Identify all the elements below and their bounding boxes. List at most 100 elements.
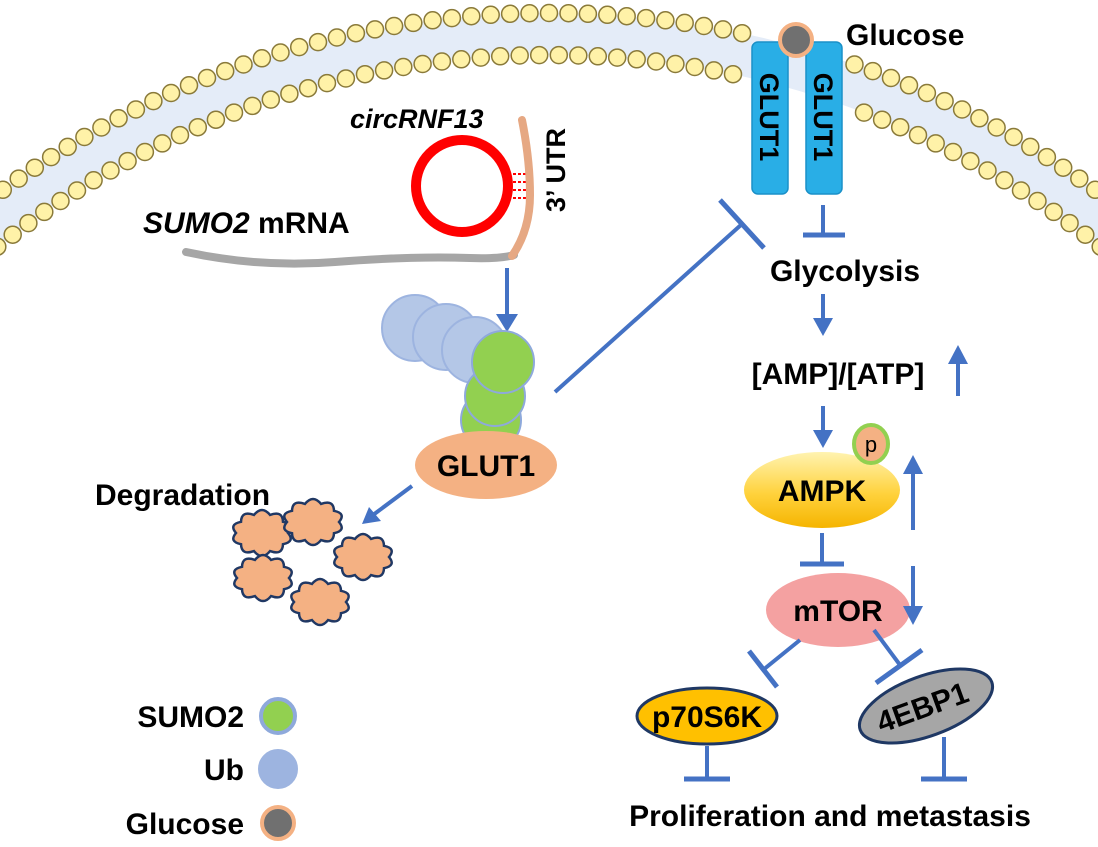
sumo2-mrna-strand <box>182 248 518 268</box>
lipid-head-inner <box>170 125 190 145</box>
amp-atp-label: [AMP]/[ATP] <box>752 358 925 391</box>
lipid-head-outer <box>365 20 385 39</box>
glut1-transporter-label-right: GLUT1 <box>808 73 838 162</box>
lipid-head-outer <box>161 83 181 103</box>
lipid-head-inner <box>1028 191 1047 211</box>
lipid-head-inner <box>298 78 318 98</box>
lipid-head-inner <box>374 61 394 80</box>
degraded-fragments <box>232 497 393 627</box>
lipid-head-inner <box>704 61 724 80</box>
ampk-node: AMPK <box>744 452 900 528</box>
lipid-head-outer <box>881 68 901 88</box>
lipid-head-outer <box>578 4 598 24</box>
glycolysis-label: Glycolysis <box>770 255 920 288</box>
lipid-head-inner <box>1060 213 1079 233</box>
arrow-glycolysis-to-amp-atp <box>813 294 833 336</box>
lipid-head-outer <box>234 55 253 74</box>
lipid-head-inner <box>355 64 375 84</box>
glut1-transporter-label-left: GLUT1 <box>754 73 784 162</box>
lipid-head-outer <box>732 23 752 43</box>
glucose-molecule-top <box>778 22 814 58</box>
lipid-head-outer <box>327 28 347 47</box>
lipid-head-outer <box>1053 158 1073 177</box>
lipid-head-inner <box>588 47 608 66</box>
glut1-transporter-left: GLUT1 <box>751 41 789 195</box>
lipid-head-outer <box>656 11 675 30</box>
degraded-fragment <box>333 532 393 582</box>
arrow-mrna-to-glut1 <box>496 268 518 332</box>
lipid-head-inner <box>67 181 87 200</box>
lipid-head-outer <box>1004 127 1023 147</box>
p70s6k-label: p70S6K <box>652 701 762 734</box>
lipid-head-outer <box>75 127 94 147</box>
outcome-label: Proliferation and metastasis <box>629 800 1031 833</box>
lipid-head-inner <box>394 57 413 77</box>
lipid-head-outer <box>675 13 694 33</box>
lipid-head-inner <box>188 117 208 137</box>
glut1-protein: GLUT1 <box>415 431 557 499</box>
lipid-head-outer <box>845 55 864 74</box>
lipid-head-inner <box>0 237 7 256</box>
legend-item-glucose: Glucose <box>126 805 296 841</box>
lipid-head-outer <box>694 16 714 36</box>
lipid-head-inner <box>854 103 874 122</box>
lipid-head-inner <box>627 50 646 69</box>
lipid-head-outer <box>520 3 539 23</box>
lipid-head-inner <box>926 134 945 153</box>
lipid-head-inner <box>35 202 54 222</box>
lipid-head-outer <box>289 37 309 57</box>
lipid-head-outer <box>899 76 919 95</box>
amp-atp-increase-arrow <box>948 345 968 396</box>
legend-label: Ub <box>204 754 244 787</box>
lipid-head-inner <box>84 171 103 190</box>
lipid-head-outer <box>423 11 442 30</box>
lipid-head-inner <box>1076 225 1095 244</box>
phospho-label: p <box>865 432 877 457</box>
lipid-head-inner <box>549 45 569 65</box>
inhibition-p70s6k-to-outcome <box>684 746 730 782</box>
lipid-head-outer <box>636 8 656 28</box>
lipid-head-inner <box>666 54 685 74</box>
lipid-head-inner <box>607 48 627 67</box>
lipid-head-outer <box>197 68 217 88</box>
lipid-head-outer <box>1037 147 1057 167</box>
lipid-head-inner <box>510 46 529 65</box>
lipid-head-outer <box>0 180 13 200</box>
lipid-head-inner <box>471 48 491 67</box>
lipid-head-outer <box>713 20 733 39</box>
lipid-head-inner <box>646 52 666 71</box>
degraded-fragment <box>290 577 350 627</box>
lipid-head-outer <box>41 147 61 167</box>
circrnf13-ring <box>411 135 526 237</box>
mrna-label: mRNA <box>250 207 350 240</box>
degradation-label: Degradation <box>95 479 270 512</box>
lipid-head-outer <box>58 137 77 157</box>
legend: SUMO2 Ub Glucose <box>126 697 298 841</box>
lipid-head-outer <box>598 5 617 25</box>
circrnf13-label: circRNF13 <box>350 104 484 134</box>
ebp1-node: 4EBP1 <box>857 667 995 745</box>
lipid-head-outer <box>9 169 28 188</box>
phospho-badge: p <box>852 423 890 465</box>
lipid-head-outer <box>126 100 146 119</box>
utr-label: 3’ UTR <box>541 128 571 212</box>
lipid-head-outer <box>462 6 481 26</box>
ampk-increase-arrow <box>903 455 923 530</box>
lipid-head-inner <box>153 134 172 153</box>
lipid-head-outer <box>539 3 559 23</box>
lipid-head-inner <box>569 46 588 65</box>
lipid-head-inner <box>723 64 743 84</box>
legend-item-sumo2: SUMO2 <box>137 697 297 735</box>
p70s6k-node: p70S6K <box>635 686 779 746</box>
lipid-head-outer <box>404 13 423 33</box>
lipid-head-outer <box>271 43 290 62</box>
legend-swatch <box>259 697 297 735</box>
lipid-head-outer <box>346 23 366 43</box>
lipid-head-outer <box>252 49 272 68</box>
legend-swatch <box>258 749 298 789</box>
lipid-head-outer <box>917 83 937 103</box>
lipid-head-inner <box>1044 202 1063 222</box>
lipid-head-inner <box>890 117 910 137</box>
inhibition-transporter-to-glycolysis <box>803 205 845 238</box>
